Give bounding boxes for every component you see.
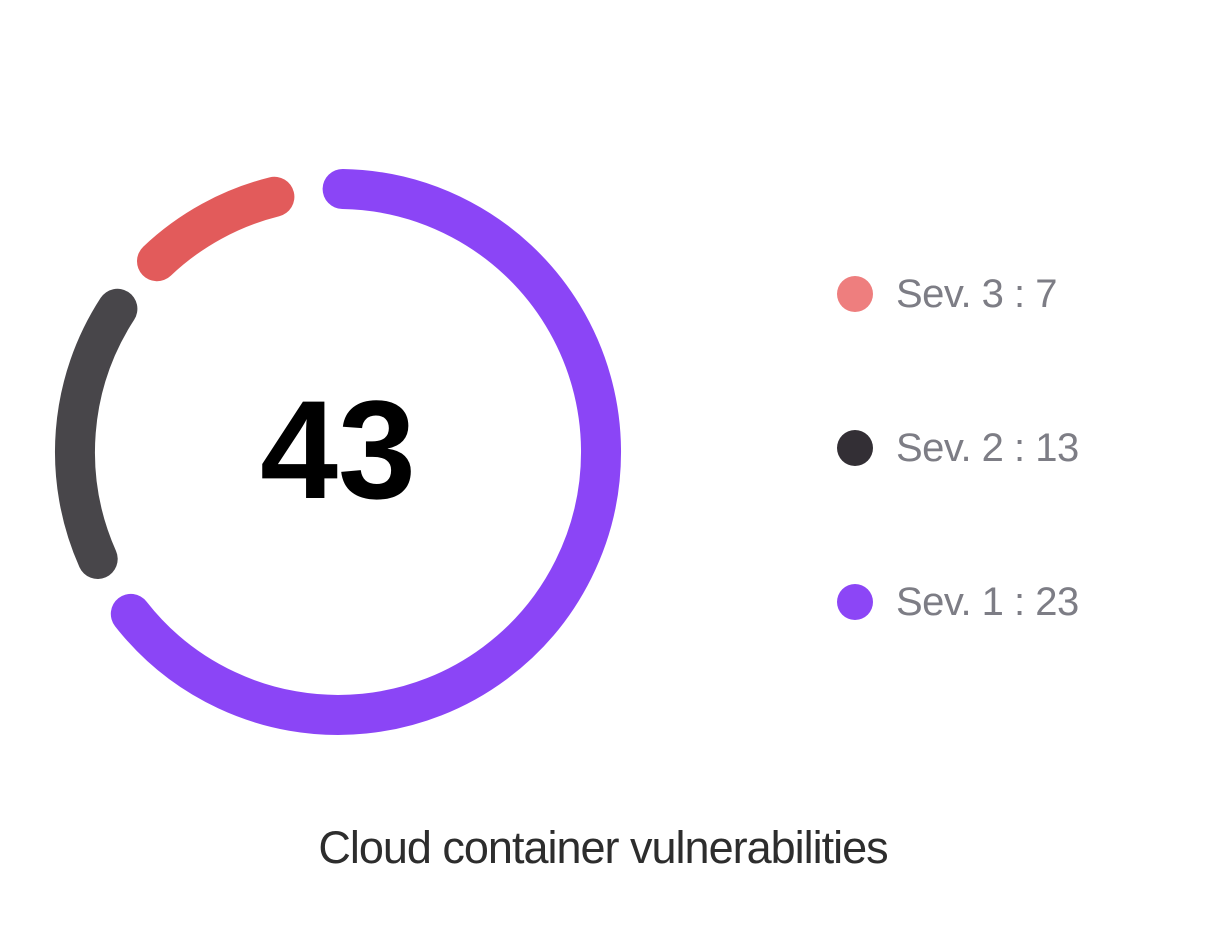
chart-title: Cloud container vulnerabilities [318,822,888,873]
legend-label-sev-3: Sev. 3 : 7 [896,271,1058,316]
legend-item-sev-3: Sev. 3 : 7 [837,272,1079,316]
donut-segment-sev-1 [110,169,621,735]
legend-dot-sev-2-icon [837,430,873,466]
legend-label-sev-1: Sev. 1 : 23 [896,579,1079,624]
legend-dot-sev-1-icon [837,584,873,620]
legend-label-sev-2: Sev. 2 : 13 [896,425,1079,470]
donut-segment-sev-3 [137,176,295,282]
legend: Sev. 3 : 7 Sev. 2 : 13 Sev. 1 : 23 [837,272,1079,624]
legend-item-sev-1: Sev. 1 : 23 [837,580,1079,624]
legend-dot-sev-3-icon [837,276,873,312]
donut-segment-sev-2 [55,288,138,579]
legend-item-sev-2: Sev. 2 : 13 [837,426,1079,470]
chart-total-value: 43 [260,371,416,528]
